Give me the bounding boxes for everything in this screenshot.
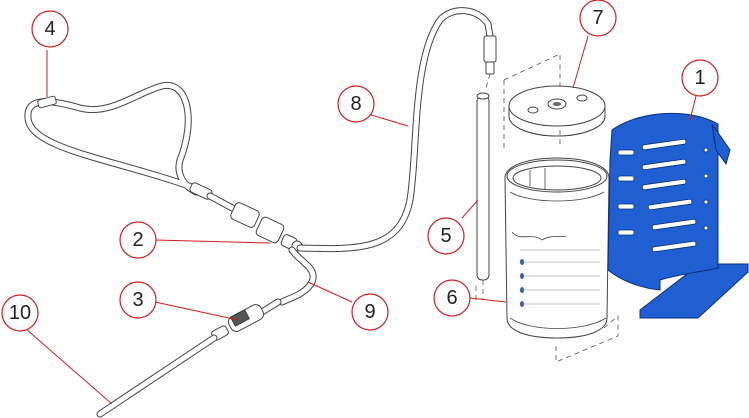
callout-3: 3: [119, 281, 157, 319]
canister-holder-1: [607, 112, 749, 319]
canister-lid-7: [508, 85, 606, 137]
callout-7-label: 7: [592, 7, 603, 29]
callout-6: 6: [433, 279, 471, 317]
cannula-slide-connector: [189, 182, 240, 214]
supply-tube-10: [96, 334, 218, 418]
callout-8-label: 8: [350, 93, 361, 115]
callout-2: 2: [119, 221, 157, 259]
callout-1-label: 1: [694, 67, 705, 89]
tube-8: [296, 7, 494, 253]
canister-6: [504, 157, 610, 339]
callout-9: 9: [351, 293, 389, 331]
callout-3-label: 3: [132, 289, 143, 311]
callout-10-label: 10: [9, 302, 31, 324]
assembly-guides: [475, 53, 619, 363]
dip-tube-5: [476, 92, 490, 300]
y-connector: [230, 202, 303, 252]
inline-valve-3: [211, 298, 282, 341]
holder-slots: [617, 138, 709, 253]
tube-9: [278, 246, 317, 306]
callout-2-label: 2: [132, 229, 143, 251]
callout-5-label: 5: [440, 225, 451, 247]
tube-connector-top: [483, 35, 497, 89]
callout-4-label: 4: [44, 18, 55, 40]
callout-9-label: 9: [364, 301, 375, 323]
callout-8: 8: [337, 85, 375, 123]
callout-6-label: 6: [446, 287, 457, 309]
callout-leaders: [25, 35, 701, 405]
nasal-cannula-loop: [24, 50, 204, 196]
callout-10: 10: [1, 294, 39, 332]
callout-7: 7: [579, 0, 617, 37]
callout-5: 5: [427, 217, 465, 255]
canister-graduations: [520, 249, 600, 307]
callout-1: 1: [681, 59, 719, 97]
callout-4: 4: [31, 10, 69, 48]
